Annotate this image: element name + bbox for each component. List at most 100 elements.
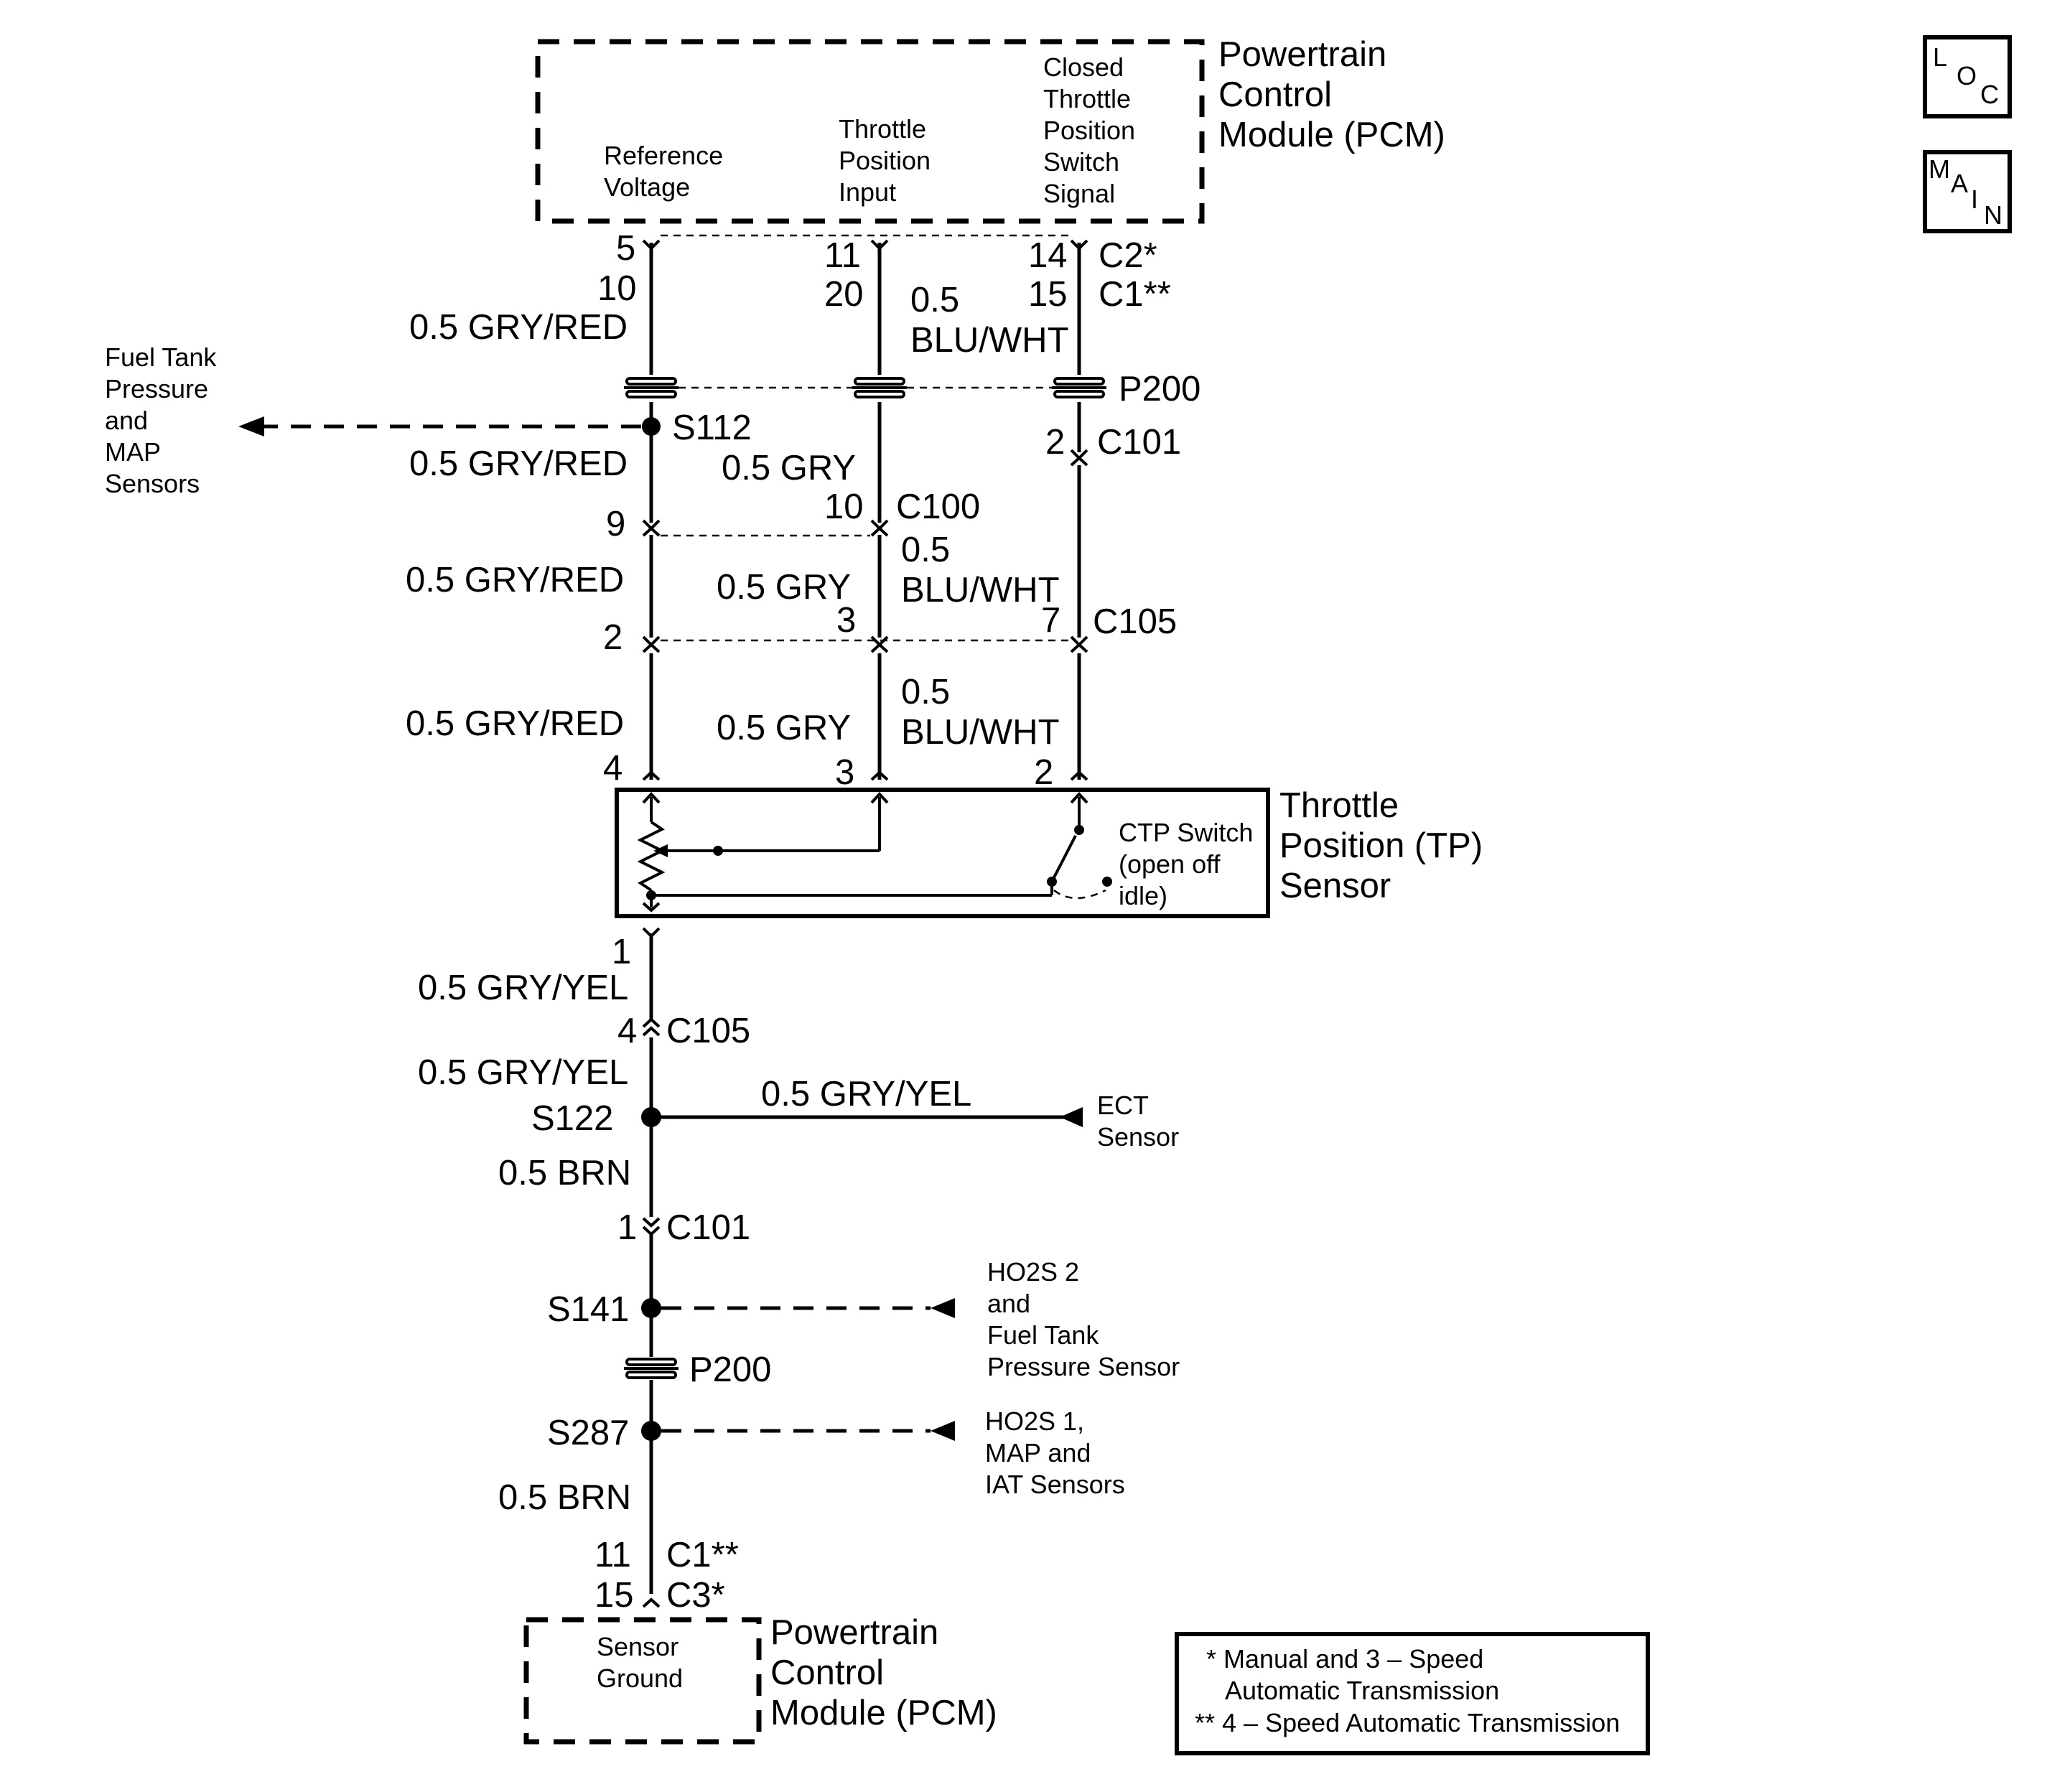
splice-label: S112 xyxy=(672,409,752,447)
pin-number: 9 xyxy=(606,505,625,543)
tp-sensor-block: CTP Switch (open off idle) Throttle Posi… xyxy=(615,786,1493,918)
wire-label: 0.5 BRN xyxy=(498,1154,631,1193)
tp-sensor-pin1-connector xyxy=(642,927,661,938)
pin-label-ctp-signal: Closed Throttle Position Switch Signal xyxy=(1043,52,1142,208)
legend-line-1: * Manual and 3 – Speed xyxy=(1206,1644,1483,1674)
pin-number: 11 xyxy=(824,236,861,275)
legend-line-3: ** 4 – Speed Automatic Transmission xyxy=(1195,1708,1620,1737)
wire-label: BLU/WHT xyxy=(901,713,1060,752)
pin-number: 10 xyxy=(597,269,637,308)
loc-letter-l: L xyxy=(1933,42,1947,72)
loc-letter-c: C xyxy=(1980,80,1999,109)
splice-label: S122 xyxy=(531,1099,613,1138)
splice-s287 xyxy=(641,1421,661,1441)
ref-ho2s2-label: HO2S 2 and Fuel Tank Pressure Sensor xyxy=(987,1257,1180,1381)
wires xyxy=(649,243,1081,1594)
arrow-left-icon xyxy=(238,416,264,437)
ctp-switch-label: CTP Switch (open off idle) xyxy=(1119,818,1260,910)
pcm-pin-connectors xyxy=(642,239,1088,250)
pcm-bottom-outline xyxy=(523,1617,762,1745)
pin-number: 5 xyxy=(616,229,635,268)
ref-ho2s1-label: HO2S 1, MAP and IAT Sensors xyxy=(985,1406,1125,1499)
wire-label: 0.5 xyxy=(901,673,950,711)
pin-number: 2 xyxy=(603,618,623,657)
ref-ect-label: ECT Sensor xyxy=(1097,1091,1179,1152)
wire-label: BLU/WHT xyxy=(901,571,1060,610)
connector-label: C1** xyxy=(1099,275,1171,314)
pin-number: 11 xyxy=(594,1536,631,1574)
splice-s141 xyxy=(641,1298,661,1318)
pin-number: 14 xyxy=(1028,236,1068,275)
loc-letter-o: O xyxy=(1957,61,1977,90)
main-letter-a: A xyxy=(1951,169,1968,198)
pin-label-sensor-ground: Sensor Ground xyxy=(597,1632,686,1693)
tp-sensor-title: Throttle Position (TP) Sensor xyxy=(1279,786,1493,905)
pin-number: 3 xyxy=(836,601,856,640)
pcm-top-outline xyxy=(535,39,1205,224)
pcm-bottom-block: Sensor Ground Powertrain Control Module … xyxy=(523,1613,997,1745)
main-button[interactable]: M A I N xyxy=(1923,150,2012,233)
tp-sensor-pin-connectors xyxy=(642,770,1088,781)
wire-label: 0.5 xyxy=(901,531,950,569)
pin-number: 2 xyxy=(1045,423,1065,462)
connector-label: P200 xyxy=(1119,370,1200,409)
pin-number: 10 xyxy=(824,487,864,526)
pin-label-tp-input: Throttle Position Input xyxy=(839,114,938,207)
p200-connector-lower xyxy=(624,1358,679,1379)
pin-number: 4 xyxy=(603,749,623,788)
c105-connector-upper xyxy=(642,635,1088,653)
main-letter-n: N xyxy=(1984,200,2002,230)
pin-number: 20 xyxy=(824,275,864,314)
connector-label: C101 xyxy=(1097,423,1181,462)
ref-fuel-map-label: Fuel Tank Pressure and MAP Sensors xyxy=(105,342,223,498)
p200-connector-top xyxy=(624,377,1106,398)
arrow-left-icon xyxy=(931,1298,955,1318)
c101-connector-ctp xyxy=(1070,449,1088,467)
pin-number: 7 xyxy=(1041,601,1060,640)
splice-label: S141 xyxy=(547,1290,629,1329)
connector-label: C2* xyxy=(1099,236,1157,275)
pin-number: 3 xyxy=(835,753,854,792)
legend-line-2: Automatic Transmission xyxy=(1225,1676,1499,1705)
loc-button[interactable]: L O C xyxy=(1923,35,2012,118)
c100-connector xyxy=(642,519,889,537)
connector-label: C100 xyxy=(896,487,980,526)
pin-label-reference-voltage: Reference Voltage xyxy=(604,141,730,202)
ctp-switch-icon xyxy=(1050,835,1077,882)
connector-label: P200 xyxy=(689,1350,771,1389)
wiper-arrow-icon xyxy=(653,844,668,857)
wire-label: 0.5 xyxy=(910,281,959,319)
connector-label: C101 xyxy=(666,1208,750,1247)
resistor-icon xyxy=(637,821,666,892)
pin-number: 2 xyxy=(1034,753,1053,792)
wire-label: 0.5 BRN xyxy=(498,1478,631,1517)
wire-label: 0.5 GRY xyxy=(717,709,851,747)
c101-connector-lower xyxy=(642,1217,661,1236)
pin-number: 15 xyxy=(594,1576,634,1615)
connector-label: C3* xyxy=(666,1576,725,1615)
wire-label: 0.5 GRY/YEL xyxy=(418,1053,628,1092)
legend-box: * Manual and 3 – Speed Automatic Transmi… xyxy=(1175,1632,1650,1755)
tp-sensor-outline xyxy=(615,788,1270,918)
arrow-left-icon xyxy=(931,1421,955,1441)
pin-number: 15 xyxy=(1028,275,1068,314)
wire-label: 0.5 GRY/YEL xyxy=(761,1075,971,1114)
pin-number: 4 xyxy=(617,1012,637,1050)
pcm-top-title: Powertrain Control Module (PCM) xyxy=(1218,35,1445,154)
pcm-top-block: Powertrain Control Module (PCM) Referenc… xyxy=(535,35,1445,224)
pcm-bottom-pin-connector xyxy=(642,1597,661,1608)
pcm-bottom-title: Powertrain Control Module (PCM) xyxy=(770,1613,997,1732)
connector-label: C1** xyxy=(666,1536,739,1574)
wire-label: 0.5 GRY xyxy=(717,568,851,607)
splice-s112 xyxy=(642,417,661,436)
connector-label: C105 xyxy=(1093,602,1177,641)
pin-number: 1 xyxy=(612,933,631,971)
c105-connector-lower xyxy=(642,1017,661,1037)
main-letter-m: M xyxy=(1929,154,1950,184)
wire-label: 0.5 GRY/RED xyxy=(409,444,628,483)
wire-label: 0.5 GRY/RED xyxy=(406,704,624,743)
pin-number: 1 xyxy=(617,1208,637,1247)
wire-label: 0.5 GRY/RED xyxy=(406,561,624,599)
wire-label: 0.5 GRY xyxy=(722,449,856,487)
